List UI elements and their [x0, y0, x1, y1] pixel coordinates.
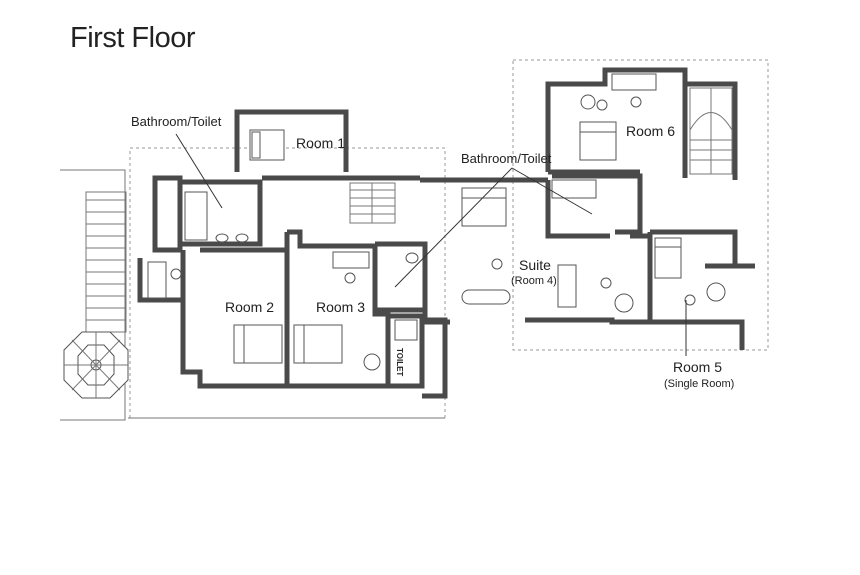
right-stair — [689, 87, 733, 175]
label-toilet: TOILET — [395, 348, 404, 376]
walls — [137, 67, 755, 399]
label-room-1: Room 1 — [296, 135, 345, 151]
label-room-2: Room 2 — [225, 299, 274, 315]
furniture — [147, 73, 726, 371]
label-room-5: Room 5 — [673, 359, 722, 375]
gazebo — [63, 331, 129, 399]
room-labels: Bathroom/Toilet Room 1 Bathroom/Toilet R… — [131, 114, 734, 390]
leader-lines — [175, 133, 687, 356]
label-room-3: Room 3 — [316, 299, 365, 315]
floor-title: First Floor — [70, 22, 196, 54]
label-room-6: Room 6 — [626, 123, 675, 139]
label-bathroom-1: Bathroom/Toilet — [131, 114, 222, 129]
central-stair — [349, 182, 396, 224]
label-suite: Suite — [519, 257, 551, 273]
label-suite-room-number: (Room 4) — [511, 275, 557, 287]
balcony-outlines — [60, 59, 769, 421]
label-bathroom-2: Bathroom/Toilet — [461, 151, 552, 166]
exterior-stair — [85, 191, 127, 333]
label-room-5-subtitle: (Single Room) — [664, 378, 734, 390]
